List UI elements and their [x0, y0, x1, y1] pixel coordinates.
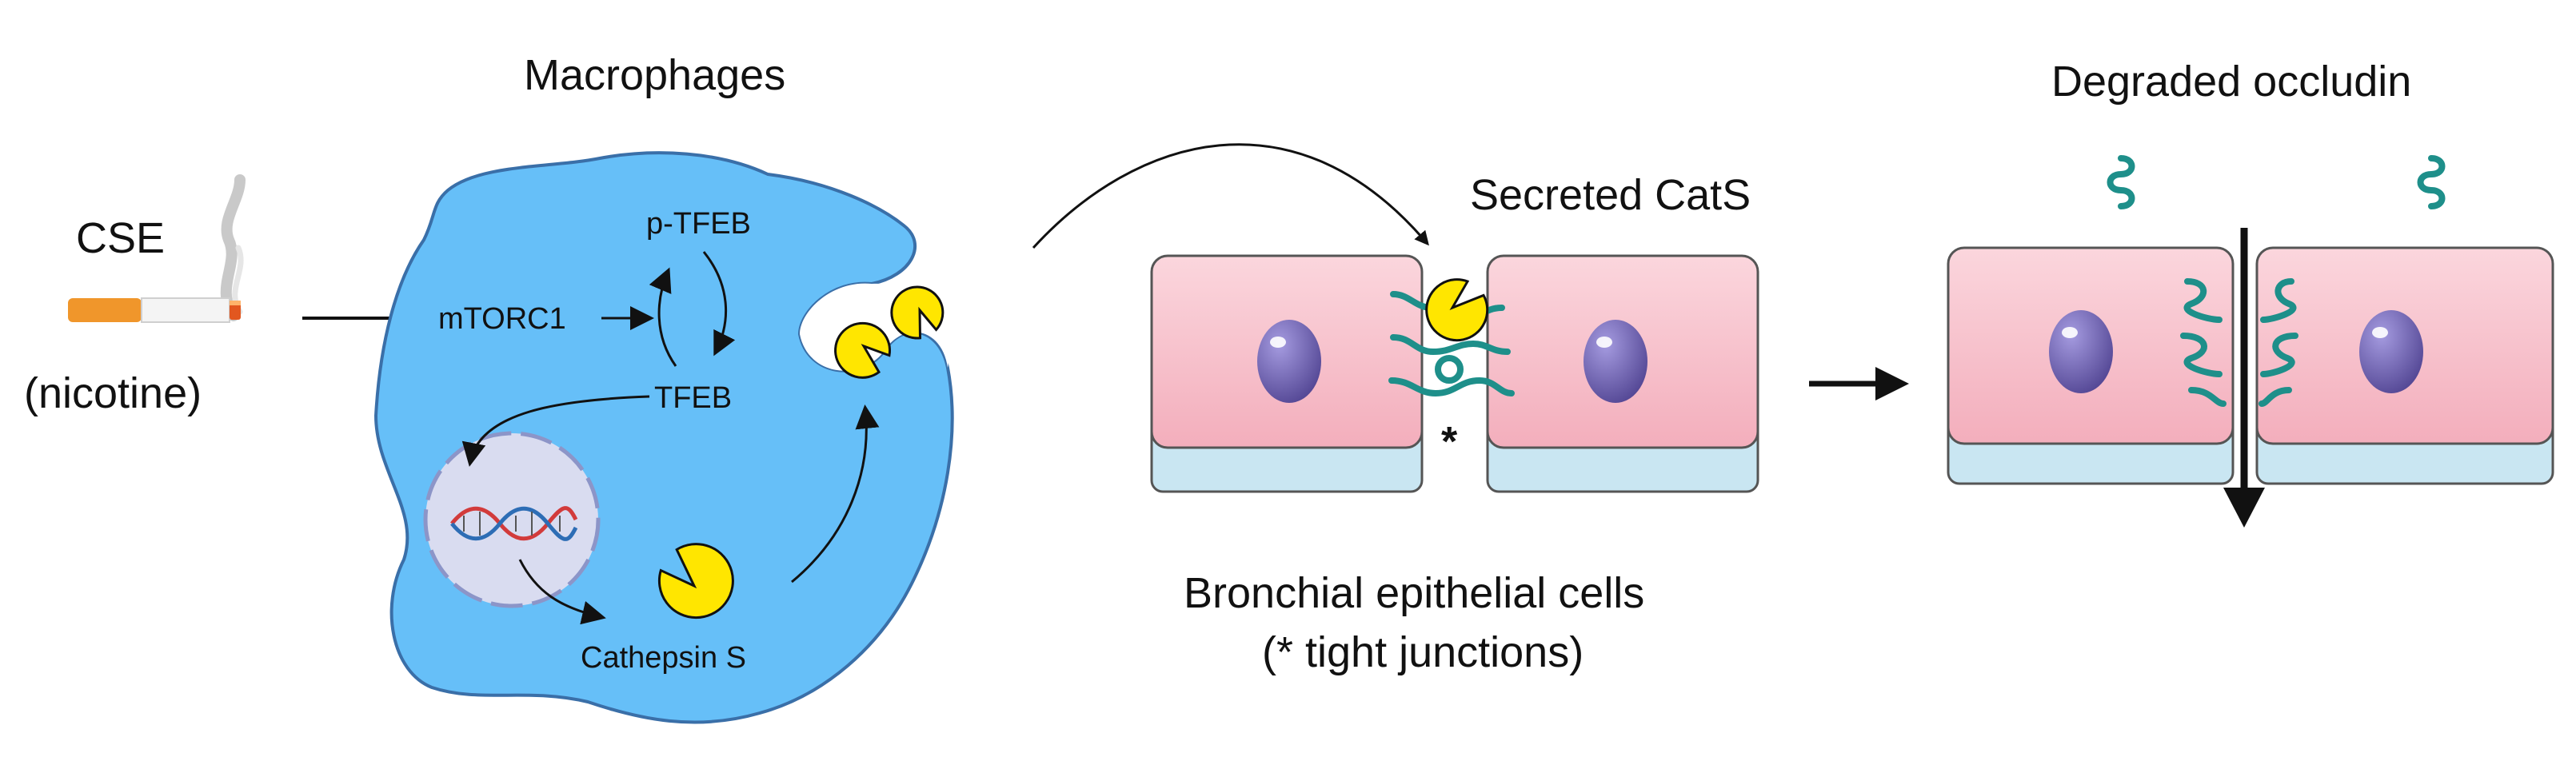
degraded-occludin-fragment	[2107, 155, 2135, 209]
bronchial-cells-label-line2: (* tight junctions)	[1262, 628, 1584, 676]
epithelial-cell-degraded-right	[2255, 246, 2554, 485]
epithelial-cell-left	[1150, 254, 1424, 493]
leak-arrow	[2223, 228, 2265, 528]
dephosphorylation-arrow	[702, 251, 736, 357]
degraded-occludin-label: Degraded occludin	[2051, 58, 2411, 106]
p-tfeb-label: p-TFEB	[646, 207, 751, 241]
macrophage-nucleus	[423, 431, 601, 608]
cse-label: CSE	[76, 214, 165, 262]
tfeb-label: TFEB	[654, 381, 732, 415]
tight-junction-asterisk: *	[1441, 419, 1458, 465]
bronchial-cells-label-line1: Bronchial epithelial cells	[1184, 569, 1644, 617]
secretion-long-arrow	[1032, 143, 1429, 249]
epithelial-cell-degraded-left	[1947, 246, 2235, 485]
broken-tight-junction	[2180, 278, 2298, 407]
expression-arrow	[518, 559, 606, 625]
degraded-occludin-fragment	[2417, 155, 2446, 209]
mtorc1-label: mTORC1	[438, 302, 566, 336]
cathepsin-s-label: Cathepsin S	[581, 641, 746, 675]
secretion-arrow	[791, 404, 880, 584]
pacman-icon	[834, 321, 892, 379]
cigarette-icon	[68, 297, 241, 323]
pacman-icon	[1425, 278, 1489, 342]
pacman-icon	[890, 285, 945, 340]
pacman-icon	[657, 543, 734, 620]
epithelial-cell-right	[1486, 254, 1759, 493]
tfeb-to-nucleus-arrow	[461, 395, 650, 467]
phosphorylation-arrow	[649, 267, 677, 367]
smoke-icon	[220, 174, 246, 321]
nicotine-label: (nicotine)	[24, 369, 202, 417]
macrophages-label: Macrophages	[524, 51, 785, 99]
dna-icon	[450, 506, 578, 541]
secreted-cats-label: Secreted CatS	[1470, 171, 1751, 219]
